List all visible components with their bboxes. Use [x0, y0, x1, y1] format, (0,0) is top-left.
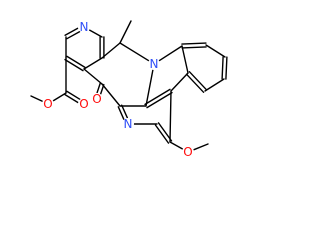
atom-label-background — [78, 21, 90, 33]
atom-label-background — [148, 58, 160, 70]
atom-label-background — [182, 146, 194, 158]
double-bond — [154, 124, 170, 144]
double-bond — [64, 93, 79, 104]
oxygen-atom-label: O — [43, 97, 52, 111]
atom-label-background — [122, 118, 134, 130]
single-bond — [205, 44, 226, 58]
single-bond — [145, 69, 154, 107]
oxygen-atom-label: O — [183, 145, 192, 159]
single-bond — [181, 45, 189, 74]
oxygen-atom-label: O — [92, 92, 101, 106]
double-bond — [221, 56, 224, 80]
double-bond — [181, 46, 207, 49]
single-bond — [52, 92, 67, 102]
single-bond — [204, 78, 225, 92]
double-bond — [188, 70, 208, 91]
single-bond — [101, 83, 121, 107]
atom-label-background — [78, 98, 90, 110]
double-bond — [181, 42, 207, 45]
double-bond — [225, 56, 228, 80]
atom-label-background — [42, 98, 54, 110]
double-bond — [185, 73, 205, 94]
double-bond — [64, 58, 84, 72]
single-bond — [158, 45, 183, 62]
single-bond — [83, 68, 103, 85]
double-bond — [66, 90, 81, 101]
single-bond — [101, 42, 121, 59]
single-bond — [169, 90, 172, 143]
nitrogen-atom-label: N — [124, 117, 133, 131]
double-bond — [66, 30, 81, 40]
single-bond — [192, 143, 209, 151]
oxygen-atom-label: O — [79, 97, 88, 111]
single-bond — [170, 72, 189, 92]
double-bond — [66, 55, 86, 69]
nitrogen-atom-label: N — [80, 20, 89, 34]
atom-label-background — [91, 93, 103, 105]
single-bond — [119, 42, 150, 62]
single-bond — [88, 29, 103, 38]
double-bond — [120, 104, 129, 119]
nitrogen-atom-label: N — [150, 57, 159, 71]
double-bond — [117, 106, 125, 121]
single-bond — [169, 141, 184, 150]
double-bond — [96, 82, 101, 94]
double-bond — [144, 88, 171, 106]
double-bond — [146, 91, 173, 109]
bonds — [30, 20, 228, 151]
single-bond — [30, 95, 44, 103]
double-bond — [64, 27, 79, 36]
single-bond — [83, 57, 103, 70]
single-bond — [119, 20, 132, 44]
double-bond — [157, 122, 173, 142]
